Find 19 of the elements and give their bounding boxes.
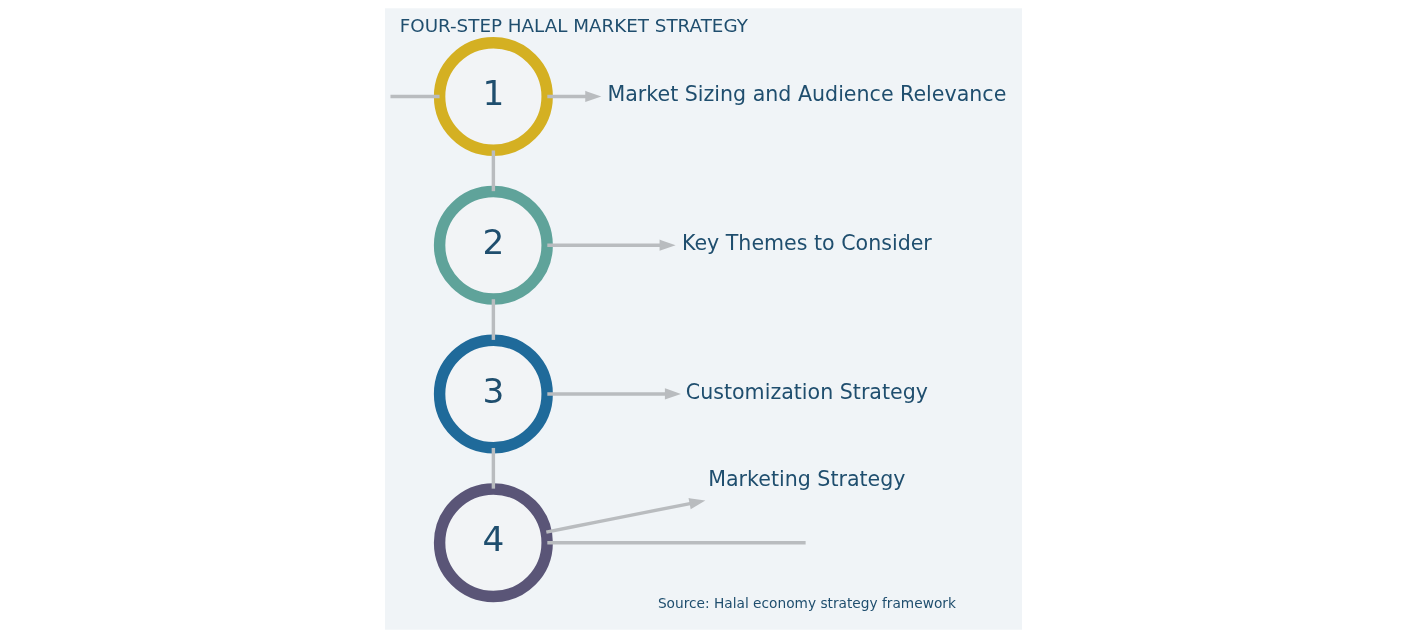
node-circle: 4 (433, 483, 553, 603)
diagram-title: FOUR-STEP HALAL MARKET STRATEGY (399, 15, 748, 37)
node-text: Key Themes to Consider (681, 231, 932, 256)
node-circle: 1 (433, 36, 553, 156)
arrow (547, 90, 602, 103)
arrow (547, 388, 681, 400)
arrow (547, 239, 676, 251)
node-circle: 2 (433, 185, 553, 305)
node-text: Marketing Strategy (708, 466, 906, 491)
connector (491, 150, 496, 192)
node-circle: 3 (433, 334, 553, 454)
node-text: Customization Strategy (685, 379, 928, 404)
arrow (546, 498, 706, 534)
connector (390, 94, 440, 99)
connector (547, 540, 806, 545)
connector (491, 447, 496, 489)
caption: Source: Halal economy strategy framework (657, 595, 956, 612)
node-text: Market Sizing and Audience Relevance (607, 82, 1007, 107)
connector (491, 299, 496, 340)
